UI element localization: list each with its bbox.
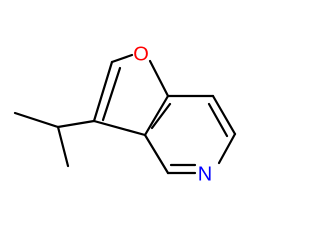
bond-c7-c6 bbox=[211, 94, 237, 136]
bond-isopropyl-ch3-down bbox=[56, 125, 70, 168]
bond-c3a-c7a-double bbox=[150, 102, 172, 130]
nitrogen-atom-label: N bbox=[198, 163, 212, 185]
bond-isopropyl-ch3-left bbox=[13, 111, 60, 129]
bond-c2-o1 bbox=[110, 53, 134, 64]
bond-c7-c6-double bbox=[207, 102, 229, 138]
bond-c2-c3-double bbox=[101, 66, 122, 122]
bond-c2-c3 bbox=[92, 60, 114, 123]
bond-c3a-c7a bbox=[143, 94, 170, 137]
molecule-canvas: O N bbox=[13, 43, 237, 186]
bond-c3-c3a bbox=[92, 119, 147, 137]
bond-c4-c3a bbox=[143, 133, 170, 175]
molecule-structure: O N bbox=[13, 43, 237, 185]
bond-o1-c7a bbox=[148, 59, 170, 98]
oxygen-atom-label: O bbox=[133, 43, 149, 65]
bond-c6-n1 bbox=[217, 132, 237, 165]
bond-c3-isopropyl-ch bbox=[56, 119, 96, 129]
